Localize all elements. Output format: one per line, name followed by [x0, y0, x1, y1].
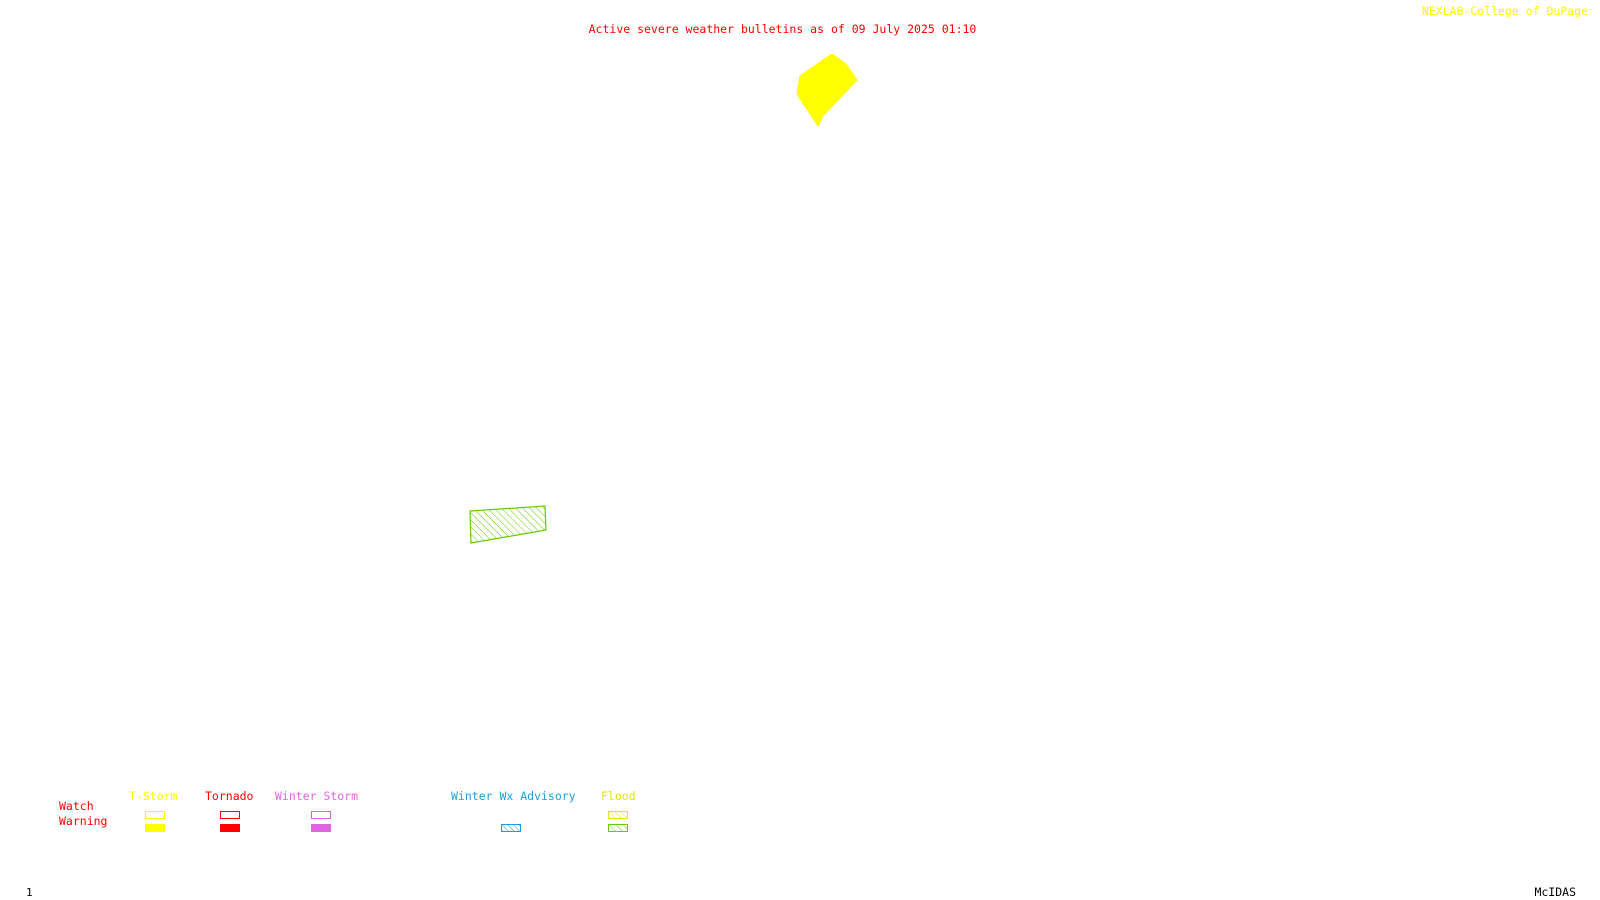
bulletin-title: Active severe weather bulletins as of 09…	[588, 22, 977, 36]
flood-warning-polygon	[469, 505, 547, 544]
legend-warning-label: Warning	[59, 814, 108, 828]
software-label: McIDAS	[1534, 885, 1576, 899]
legend-tstorm-watch-swatch	[145, 811, 165, 819]
credit-label: NEXLAB-College of DuPage	[1421, 4, 1588, 18]
legend-tstorm-header: T-Storm	[129, 789, 178, 803]
frame-number: 1	[26, 886, 33, 899]
legend-flood-watch-swatch	[608, 811, 628, 819]
legend-winter-wx-advisory-header: Winter Wx Advisory	[451, 789, 576, 803]
legend-winter-storm-warning-swatch	[311, 824, 331, 832]
legend-winter-wx-advisory-swatch	[501, 824, 521, 832]
legend-flood-header: Flood	[601, 789, 636, 803]
legend-winter-storm-watch-swatch	[311, 811, 331, 819]
legend-flood-warning-swatch	[608, 824, 628, 832]
legend-winter-storm-header: Winter Storm	[275, 789, 359, 803]
legend-tornado-header: Tornado	[205, 789, 254, 803]
legend-tstorm-warning-swatch	[145, 824, 165, 832]
legend-tornado-watch-swatch	[220, 811, 240, 819]
legend-tornado-warning-swatch	[220, 824, 240, 832]
tstorm-warning-polygon	[796, 53, 858, 128]
legend-watch-label: Watch	[59, 799, 94, 813]
